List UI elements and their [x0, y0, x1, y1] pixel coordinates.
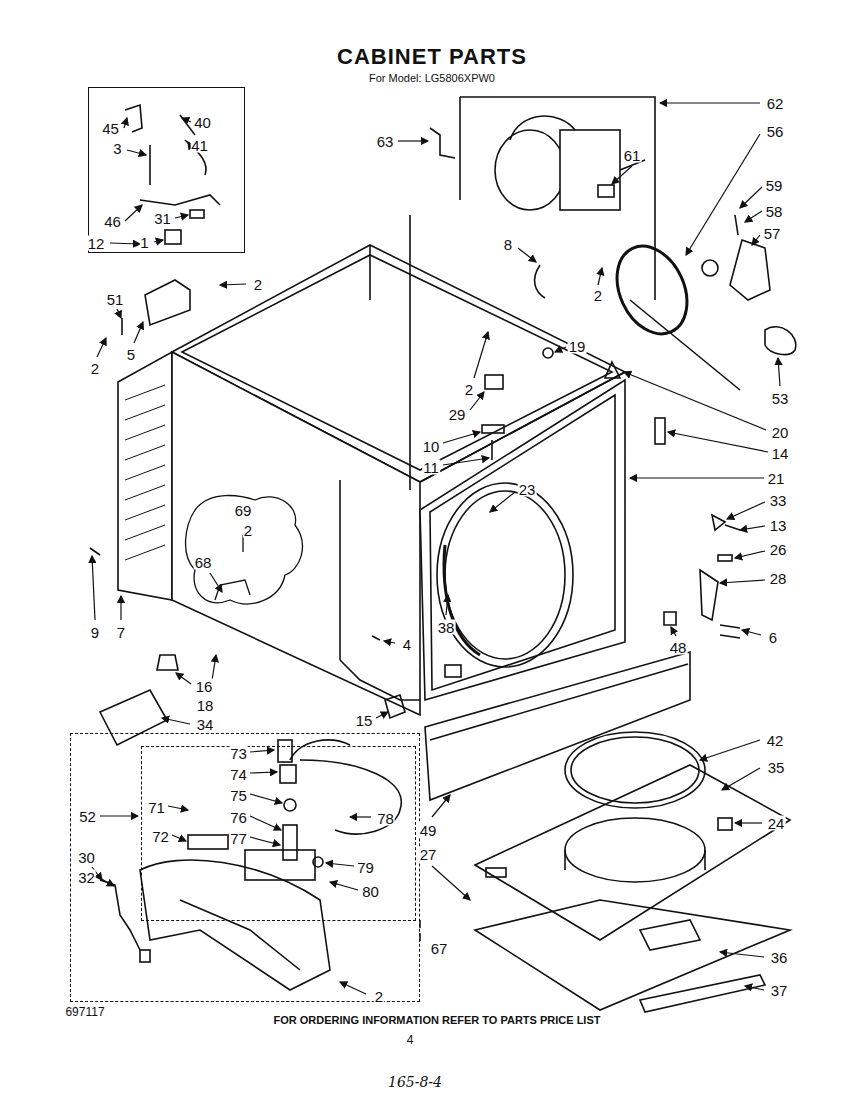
callout-number: 36 — [770, 950, 789, 965]
callout-number: 6 — [768, 630, 778, 645]
callout-number: 2 — [374, 989, 384, 1004]
diagram-title: CABINET PARTS — [337, 44, 527, 70]
callout-number: 28 — [769, 571, 788, 586]
callout-number: 58 — [765, 204, 784, 219]
callout-number: 37 — [770, 983, 789, 998]
callout-number: 41 — [190, 137, 209, 152]
callout-number: 33 — [769, 493, 788, 508]
callout-number: 15 — [355, 713, 374, 728]
callout-number: 49 — [419, 823, 438, 838]
callout-number: 29 — [448, 407, 467, 422]
callout-number: 52 — [78, 808, 97, 823]
callout-number: 46 — [103, 213, 122, 228]
inset-box: 45 40 3 41 46 31 1 — [88, 87, 245, 253]
callout-number: 73 — [229, 745, 248, 760]
callout-number: 35 — [767, 760, 786, 775]
group-box: 52 30 32 73 74 75 71 76 77 72 78 79 80 — [70, 733, 420, 1002]
callout-number: 5 — [126, 347, 136, 362]
callout-number: 9 — [90, 625, 100, 640]
callout-number: 21 — [767, 471, 786, 486]
callout-number: 69 — [234, 503, 253, 518]
callout-number: 34 — [196, 717, 215, 732]
callout-number: 79 — [356, 859, 375, 874]
note-text: 165-8-4 — [387, 1075, 443, 1089]
note-text: FOR ORDERING INFORMATION REFER TO PARTS … — [273, 1015, 602, 1026]
callout-number: 67 — [430, 941, 449, 956]
callout-number: 10 — [422, 439, 441, 454]
note-text: 697117 — [64, 1006, 105, 1018]
callout-number: 45 — [101, 120, 120, 135]
callout-number: 19 — [568, 339, 587, 354]
note-text: 4 — [406, 1034, 415, 1046]
callout-number: 20 — [771, 425, 790, 440]
callout-number: 4 — [402, 637, 412, 652]
group-box: 73 74 75 71 76 77 72 78 79 80 — [141, 746, 416, 921]
callout-number: 61 — [623, 148, 642, 163]
callout-number: 12 — [87, 236, 106, 251]
callout-number: 13 — [769, 518, 788, 533]
callout-number: 31 — [153, 210, 172, 225]
callout-number: 59 — [765, 178, 784, 193]
callout-number: 71 — [147, 799, 166, 814]
callout-number: 24 — [767, 816, 786, 831]
callout-number: 75 — [229, 787, 248, 802]
callout-number: 16 — [195, 679, 214, 694]
callout-number: 57 — [763, 226, 782, 241]
callout-number: 2 — [464, 382, 474, 397]
callout-number: 53 — [771, 391, 790, 406]
callout-number: 80 — [361, 883, 380, 898]
callout-number: 27 — [419, 847, 438, 862]
callout-number: 51 — [106, 292, 125, 307]
callout-number: 8 — [503, 237, 513, 252]
callout-number: 63 — [376, 134, 395, 149]
callout-number: 32 — [77, 869, 96, 884]
callout-number: 30 — [77, 849, 96, 864]
callout-number: 77 — [229, 830, 248, 845]
callout-number: 48 — [669, 640, 688, 655]
callout-number: 3 — [112, 140, 122, 155]
callout-number: 26 — [769, 542, 788, 557]
callout-number: 23 — [518, 482, 537, 497]
callout-number: 68 — [194, 555, 213, 570]
callout-number: 2 — [253, 277, 263, 292]
callout-number: 38 — [437, 620, 456, 635]
callout-number: 7 — [116, 625, 126, 640]
callout-number: 14 — [771, 446, 790, 461]
callout-number: 42 — [766, 733, 785, 748]
callout-number: 72 — [151, 828, 170, 843]
callout-number: 18 — [196, 698, 215, 713]
callout-number: 1 — [139, 234, 149, 249]
callout-number: 76 — [229, 809, 248, 824]
callout-number: 74 — [229, 766, 248, 781]
callout-number: 40 — [193, 114, 212, 129]
callout-number: 78 — [376, 810, 395, 825]
callout-number: 62 — [766, 96, 785, 111]
note-text: For Model: LG5806XPW0 — [368, 73, 496, 84]
callout-number: 56 — [766, 124, 785, 139]
callout-number: 11 — [422, 460, 440, 475]
callout-number: 2 — [243, 523, 253, 538]
callout-number: 2 — [90, 361, 100, 376]
callout-number: 2 — [593, 288, 603, 303]
